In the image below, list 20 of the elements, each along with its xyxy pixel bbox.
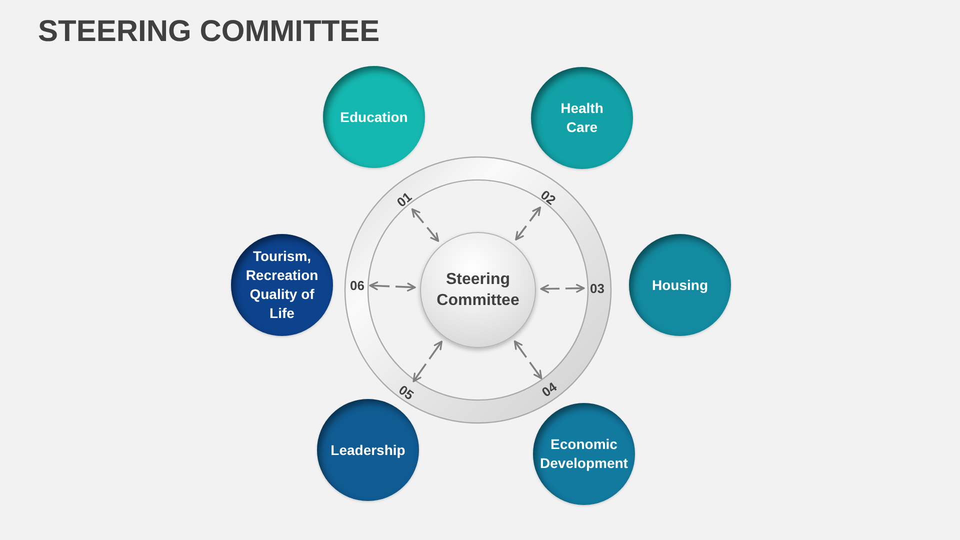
double-arrow	[369, 281, 416, 292]
topic-label: Leadership	[330, 440, 406, 460]
step-number: 02	[538, 186, 559, 208]
double-arrow	[412, 340, 442, 382]
double-arrow	[515, 206, 541, 240]
step-number: 06	[350, 278, 364, 292]
topic-label: Health Care	[560, 99, 604, 137]
step-number: 01	[394, 188, 415, 210]
step-number: 04	[538, 378, 560, 400]
step-number: 03	[590, 280, 604, 296]
step-number: 05	[396, 382, 416, 402]
double-arrow	[411, 208, 440, 242]
topic-label: Economic Development	[539, 435, 629, 473]
topic-label: Education	[339, 108, 409, 126]
double-arrow	[540, 284, 585, 294]
topic-label: Tourism, Recreation Quality of Life	[244, 247, 320, 323]
title: STEERING COMMITTEE	[38, 14, 380, 50]
hub-label: Steering Committee	[436, 270, 520, 311]
double-arrow	[514, 340, 542, 380]
topic-label: Housing	[651, 276, 709, 294]
